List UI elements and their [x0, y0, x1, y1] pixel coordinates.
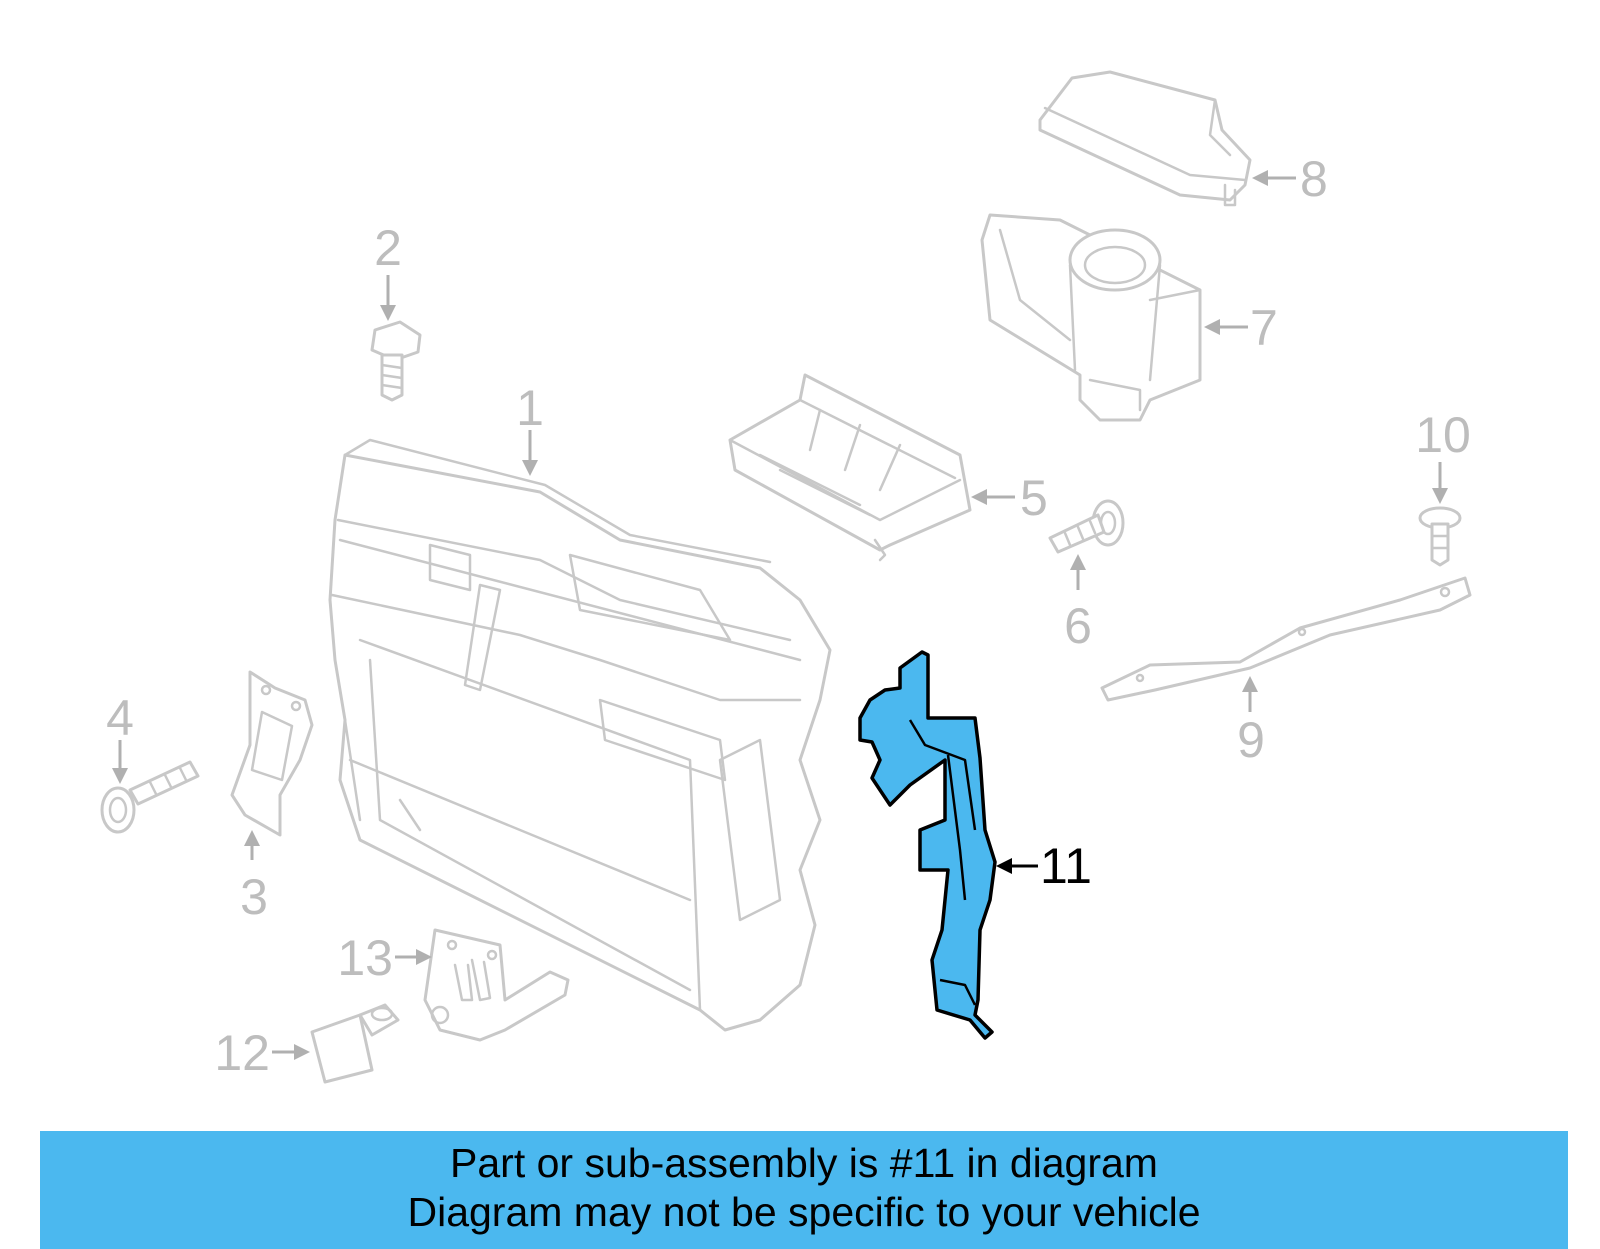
callout-number-4: 4: [106, 690, 134, 746]
callout-number-11: 11: [1040, 838, 1092, 894]
banner-disclaimer-text: Diagram may not be specific to your vehi…: [407, 1189, 1201, 1235]
callout-number-2: 2: [374, 220, 402, 276]
part-7-duct-housing: [980, 213, 1202, 422]
part-10-bolt: [1418, 506, 1462, 567]
part-8-cover: [1038, 70, 1252, 207]
callout-3: 3: [240, 830, 268, 925]
callout-1: 1: [516, 380, 544, 476]
callout-4: 4: [106, 690, 134, 784]
callout-13: 13: [337, 930, 432, 986]
callout-number-13: 13: [337, 930, 393, 986]
callout-number-8: 8: [1300, 151, 1328, 207]
callout-7: 7: [1204, 300, 1278, 356]
callout-number-3: 3: [240, 869, 268, 925]
part-3-bracket: [230, 670, 314, 837]
callout-9: 9: [1237, 676, 1265, 768]
part-6-screw: [1048, 499, 1125, 554]
part-13-bracket: [423, 928, 570, 1042]
callout-number-7: 7: [1250, 300, 1278, 356]
callout-5: 5: [971, 470, 1048, 526]
callout-number-5: 5: [1020, 470, 1048, 526]
callout-number-6: 6: [1064, 598, 1092, 654]
part-5-air-duct: [728, 373, 972, 562]
callout-number-1: 1: [516, 380, 544, 436]
callout-10: 10: [1415, 407, 1471, 504]
callout-number-9: 9: [1237, 712, 1265, 768]
callout-number-12: 12: [214, 1025, 270, 1081]
banner-part-text: Part or sub-assembly is #11 in diagram: [450, 1140, 1158, 1186]
callout-8: 8: [1252, 151, 1328, 207]
part-2-bolt: [370, 320, 422, 402]
callout-2: 2: [374, 220, 402, 321]
info-banner: Part or sub-assembly is #11 in diagram D…: [40, 1131, 1568, 1249]
callout-6: 6: [1064, 554, 1092, 654]
callout-number-10: 10: [1415, 407, 1471, 463]
part-9-reinforcement: [1100, 576, 1472, 702]
part-1-radiator-support: [328, 438, 832, 1032]
callout-11: 11: [996, 838, 1092, 894]
part-4-bolt: [100, 760, 200, 834]
callout-12: 12: [214, 1025, 310, 1081]
part-12-sensor: [310, 1003, 400, 1084]
part-11-deflector: [858, 650, 997, 1040]
